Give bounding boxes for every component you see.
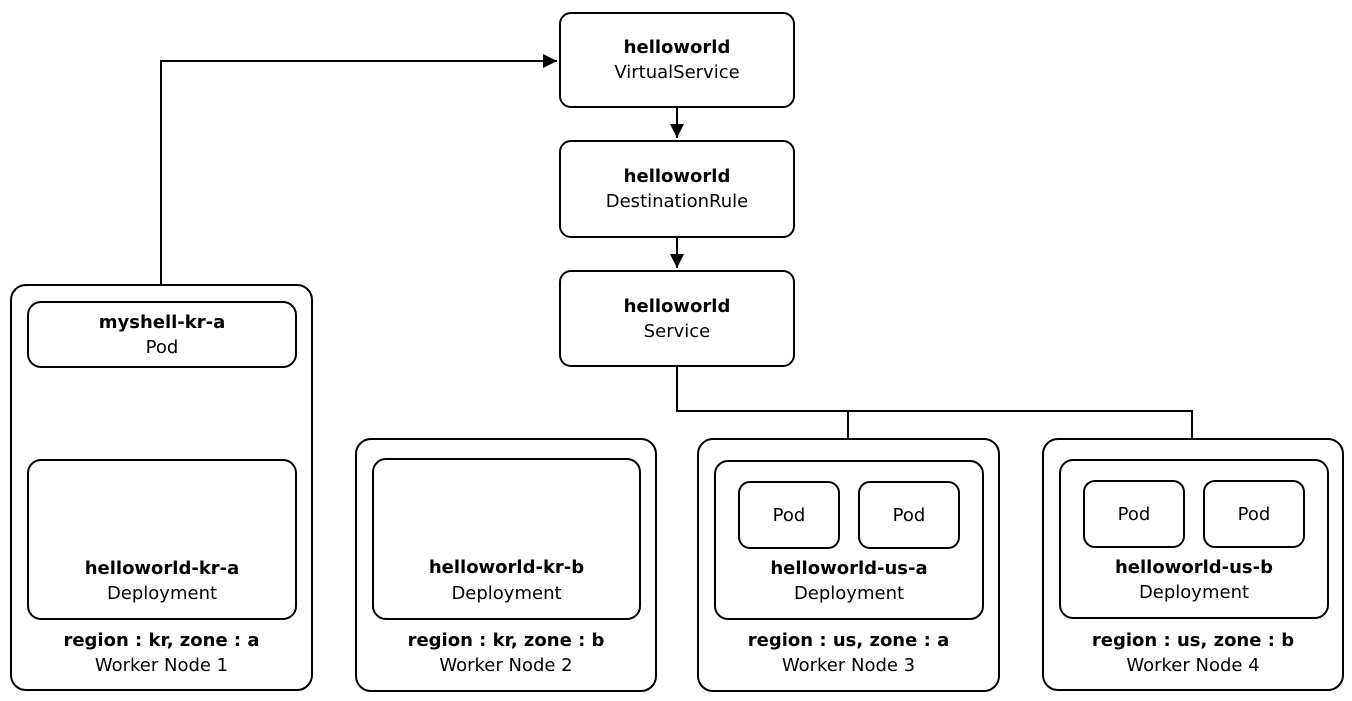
deployment-helloworld-us-b[interactable]: Pod Pod helloworld-us-b Deployment (1059, 459, 1329, 619)
deployment-kind: Deployment (1138, 582, 1250, 603)
node-labels: region : kr, zone : b (407, 630, 605, 651)
node-name: Worker Node 4 (1126, 655, 1260, 676)
worker-node-3: Pod Pod helloworld-us-a Deployment regio… (697, 438, 1000, 692)
worker-node-4: Pod Pod helloworld-us-b Deployment regio… (1042, 438, 1344, 691)
service-kind: Service (643, 320, 711, 342)
pod-name: myshell-kr-a (98, 311, 226, 333)
deployment-name: helloworld-kr-b (428, 557, 585, 578)
deployment-kind: Deployment (451, 583, 562, 604)
service-box[interactable]: helloworld Service (559, 270, 795, 367)
worker-node-2: helloworld-kr-b Deployment region : kr, … (355, 438, 657, 692)
pod-label: Pod (772, 504, 806, 526)
pod-label: Pod (1117, 503, 1151, 525)
pod-myshell-kr-a[interactable]: myshell-kr-a Pod (27, 301, 297, 368)
node-name: Worker Node 1 (94, 655, 229, 676)
pod-label: Pod (1237, 503, 1271, 525)
deployment-helloworld-kr-b[interactable]: helloworld-kr-b Deployment (372, 458, 641, 620)
deployment-kind: Deployment (106, 583, 218, 604)
node-labels: region : us, zone : b (1091, 630, 1295, 651)
arrow-service-to-us-a (676, 366, 855, 458)
deployment-helloworld-us-a[interactable]: Pod Pod helloworld-us-a Deployment (714, 460, 984, 620)
deployment-name: helloworld-us-b (1114, 557, 1273, 578)
destinationrule-name: helloworld (623, 166, 731, 187)
virtualservice-box[interactable]: helloworld VirtualService (559, 12, 795, 108)
node-labels: region : kr, zone : a (63, 630, 260, 651)
node-labels: region : us, zone : a (747, 630, 950, 651)
deployment-name: helloworld-kr-a (84, 558, 240, 579)
virtualservice-name: helloworld (623, 37, 731, 58)
pod-kind: Pod (145, 336, 179, 358)
pod-label: Pod (892, 504, 926, 526)
deployment-kind: Deployment (793, 583, 905, 604)
deployment-name: helloworld-us-a (770, 558, 928, 579)
worker-node-1: myshell-kr-a Pod helloworld-kr-a Deploym… (10, 284, 313, 691)
node-name: Worker Node 2 (439, 655, 573, 676)
pod-box[interactable]: Pod (858, 481, 960, 549)
destinationrule-kind: DestinationRule (605, 191, 749, 212)
virtualservice-kind: VirtualService (614, 62, 740, 83)
arrow-pod-to-virtualservice (160, 54, 557, 301)
deployment-helloworld-kr-a[interactable]: helloworld-kr-a Deployment (27, 459, 297, 620)
pod-box[interactable]: Pod (1203, 480, 1305, 548)
node-name: Worker Node 3 (781, 655, 916, 676)
service-name: helloworld (623, 295, 731, 317)
pod-box[interactable]: Pod (1083, 480, 1185, 548)
pod-box[interactable]: Pod (738, 481, 840, 549)
destinationrule-box[interactable]: helloworld DestinationRule (559, 140, 795, 238)
